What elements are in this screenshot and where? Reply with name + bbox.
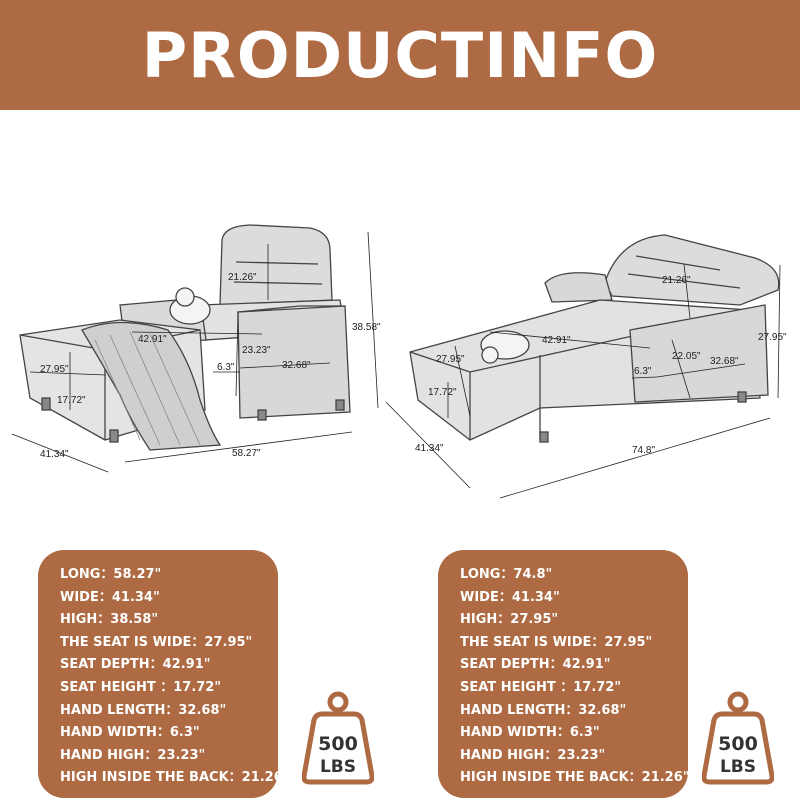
- left-dimension-lines: [11, 231, 379, 473]
- spec-card-left: LONG：58.27" WIDE：41.34" HIGH：38.58" THE …: [38, 550, 290, 798]
- dim-seat-depth: 42.91": [542, 335, 571, 346]
- dim-wide: 41.34": [40, 449, 69, 460]
- dim-hand-high: 23.23": [242, 345, 271, 356]
- spec-long: LONG：74.8": [460, 567, 553, 582]
- spec-back-high: HIGH INSIDE THE BACK：21.26": [60, 770, 290, 786]
- weight-unit: LBS: [320, 757, 356, 777]
- spec-hand-high: HAND HIGH：23.23": [460, 747, 606, 763]
- product-drawings: 21.26" 38.58" 42.91" 23.23" 6.3" 32.68" …: [11, 224, 787, 499]
- recliner-illustration: [409, 234, 780, 443]
- title-banner: PRODUCTINFO: [0, 0, 800, 110]
- weight-value: 500: [318, 733, 358, 755]
- weight-icon: 500 LBS: [702, 691, 774, 785]
- dim-hand-length: 32.68": [710, 356, 739, 367]
- spec-seat-height: SEAT HEIGHT ：17.72": [460, 679, 622, 695]
- spec-hand-length: HAND LENGTH：32.68": [460, 702, 627, 718]
- spec-back-high: HIGH INSIDE THE BACK：21.26": [460, 770, 690, 786]
- spec-wide: WIDE：41.34": [60, 589, 160, 605]
- dim-seat-height: 17.72": [428, 387, 457, 398]
- dim-seat-wide: 27.95": [436, 354, 465, 365]
- page-title: PRODUCTINFO: [141, 18, 659, 92]
- dim-overall-height: 38.58": [352, 322, 381, 333]
- spec-seat-wide: THE SEAT IS WIDE：27.95": [460, 634, 653, 650]
- dim-wide: 41.34": [415, 443, 444, 454]
- spec-long: LONG：58.27": [60, 567, 162, 582]
- dim-long: 58.27": [232, 448, 261, 459]
- dim-seat-wide: 27.95": [40, 364, 69, 375]
- left-dimension-labels: 21.26" 38.58" 42.91" 23.23" 6.3" 32.68" …: [40, 272, 381, 460]
- dim-hand-length: 32.68": [282, 360, 311, 371]
- dim-back-height: 21.26": [662, 275, 691, 286]
- spec-high: HIGH：38.58": [60, 612, 159, 628]
- right-dimension-lines: [385, 263, 781, 499]
- spec-hand-width: HAND WIDTH：6.3": [460, 725, 600, 741]
- right-dimension-labels: 21.26" 27.95" 42.91" 27.95" 22.05" 32.68…: [415, 275, 787, 456]
- weight-icon: 500 LBS: [302, 691, 374, 785]
- dim-back-height: 21.26": [228, 272, 257, 283]
- weight-unit: LBS: [720, 757, 756, 777]
- dim-long: 74.8": [632, 445, 655, 456]
- spec-hand-width: HAND WIDTH：6.3": [60, 725, 200, 741]
- spec-card-right: LONG：74.8" WIDE：41.34" HIGH：27.95" THE S…: [438, 550, 690, 798]
- dim-seat-depth: 42.91": [138, 334, 167, 345]
- spec-wide: WIDE：41.34": [460, 589, 560, 605]
- spec-hand-length: HAND LENGTH：32.68": [60, 702, 227, 718]
- spec-high: HIGH：27.95": [460, 612, 559, 628]
- dim-hand-width: 6.3": [217, 362, 235, 373]
- dim-seat-height: 17.72": [57, 395, 86, 406]
- spec-seat-depth: SEAT DEPTH：42.91": [60, 657, 211, 673]
- spec-seat-depth: SEAT DEPTH：42.91": [460, 657, 611, 673]
- chair-illustration: [19, 224, 351, 451]
- spec-hand-high: HAND HIGH：23.23": [60, 747, 206, 763]
- spec-seat-height: SEAT HEIGHT ：17.72": [60, 679, 222, 695]
- spec-seat-wide: THE SEAT IS WIDE：27.95": [60, 634, 253, 650]
- dim-hand-high: 22.05": [672, 351, 701, 362]
- dim-overall-height: 27.95": [758, 332, 787, 343]
- dim-hand-width: 6.3": [634, 366, 652, 377]
- weight-value: 500: [718, 733, 758, 755]
